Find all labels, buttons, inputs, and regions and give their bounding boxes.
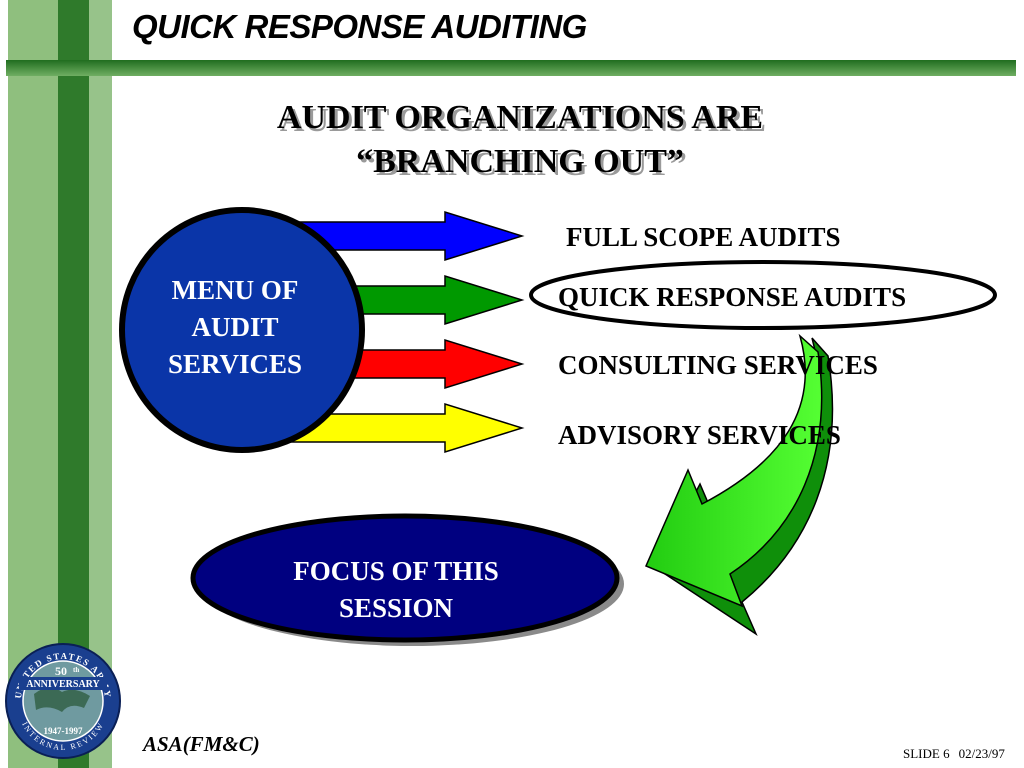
menu-label-line: MENU OF xyxy=(171,275,299,305)
highlight-ellipse xyxy=(529,260,997,330)
seal-number: 50 xyxy=(55,664,67,678)
callout-arrow xyxy=(645,333,823,608)
menu-label-line: AUDIT xyxy=(191,312,279,342)
focus-label-line: SESSION xyxy=(338,593,454,623)
service-consulting-services: CONSULTING SERVICES xyxy=(558,350,878,380)
header-band xyxy=(6,60,1016,76)
seal-years: 1947-1997 xyxy=(44,726,83,736)
slide-number: SLIDE 6 xyxy=(903,746,950,761)
side-stripe-dark xyxy=(58,0,89,768)
slide-title: QUICK RESPONSE AUDITING xyxy=(132,8,587,45)
focus-label-line: FOCUS OF THIS xyxy=(293,556,499,586)
footer-organization: ASA(FM&C) xyxy=(143,732,260,756)
globe-icon xyxy=(34,687,90,712)
menu-label-line: SERVICES xyxy=(167,349,303,379)
service-full-scope-audits: FULL SCOPE AUDITS xyxy=(566,222,841,252)
focus-label: FOCUS OF THIS SESSION xyxy=(236,553,556,627)
headline-line-2: “BRANCHING OUT” xyxy=(356,143,684,180)
side-stripe-pale xyxy=(89,0,112,768)
footer-slide-info: SLIDE 6 02/23/97 xyxy=(903,746,1005,762)
service-quick-response-audits: QUICK RESPONSE AUDITS xyxy=(558,282,907,312)
focus-ellipse xyxy=(190,513,620,643)
seal-banner xyxy=(19,677,107,690)
slide-headline: AUDIT ORGANIZATIONS ARE “BRANCHING OUT” xyxy=(180,96,860,184)
menu-circle xyxy=(119,207,365,453)
slide-date: 02/23/97 xyxy=(958,746,1005,761)
service-advisory-services: ADVISORY SERVICES xyxy=(558,420,841,450)
anniversary-seal: UNITED STATES ARMY INTERNAL REVIEW 50 th… xyxy=(5,643,121,759)
menu-label: MENU OF AUDIT SERVICES xyxy=(130,272,340,383)
headline-line-1: AUDIT ORGANIZATIONS ARE xyxy=(276,99,764,136)
seal-banner-text: ANNIVERSARY xyxy=(26,679,100,690)
seal-suffix: th xyxy=(73,666,79,674)
side-stripe-light xyxy=(8,0,58,768)
